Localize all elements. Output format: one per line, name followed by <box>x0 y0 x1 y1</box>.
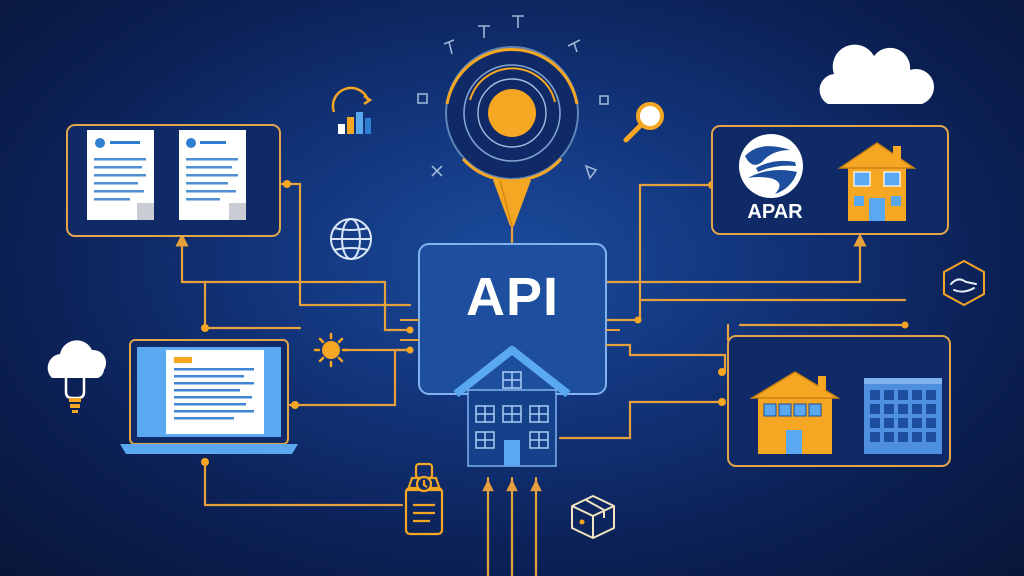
connector-api-buildings <box>608 343 727 374</box>
house-icon <box>749 371 841 454</box>
brand-logo <box>739 134 803 198</box>
buildings-panel <box>727 335 951 467</box>
api-label: API <box>465 267 560 327</box>
house-icon <box>837 142 917 221</box>
cube-icon <box>571 495 615 539</box>
connector-docs-up <box>175 233 412 332</box>
connector-lines <box>175 182 907 576</box>
sun-icon <box>313 332 349 368</box>
connector-api-right-mid <box>604 233 867 284</box>
clipboard-icon <box>404 462 444 536</box>
connector-laptop-clipboard <box>203 460 404 507</box>
lightbulb-icon <box>417 15 609 227</box>
connector-left-mid <box>203 280 302 330</box>
document-icon <box>179 130 246 220</box>
handshake-icon <box>943 259 985 307</box>
documents-panel <box>66 124 281 237</box>
cloud-icon <box>819 44 935 104</box>
magnifier-icon <box>623 102 664 143</box>
connector-docs-api <box>278 182 412 307</box>
building-icon <box>864 378 942 454</box>
connector-laptop-api <box>288 348 412 407</box>
connector-house-buildings <box>558 400 724 440</box>
house-icon <box>453 346 571 492</box>
brand-panel <box>711 125 949 235</box>
globe-icon <box>330 218 372 260</box>
brand-label: APAR <box>747 201 803 223</box>
connector-api-brand <box>604 183 714 322</box>
laptop-icon <box>120 339 298 454</box>
chart-icon <box>331 86 373 134</box>
document-icon <box>87 130 154 220</box>
bulb-cloud-icon <box>47 340 107 413</box>
